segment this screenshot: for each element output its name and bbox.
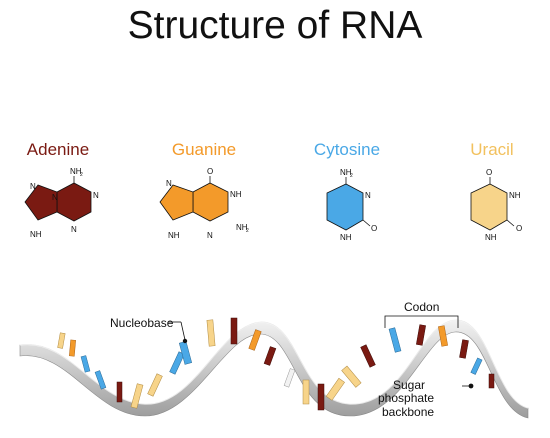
guanine-label: Guanine [171,140,237,159]
cytosine-structure: NH 2 N NH O [326,168,377,242]
nucleobase-uracil [57,332,66,349]
cytosine-atom-o: O [371,224,377,233]
cytosine-atom-n: N [365,191,371,200]
nucleobase-adenine [360,344,376,368]
nucleobase-adenine [488,373,495,389]
nucleobase-guanine [69,339,76,357]
nucleobase-adenine [416,324,426,346]
codon-label: Codon [404,300,439,314]
guanine-atom-nh1: NH [230,190,242,199]
adenine-imidazole-ring [24,184,58,221]
nucleobase-adenine [116,381,123,403]
nucleobase-cytosine [388,327,402,353]
adenine-atom-n1: N [93,191,99,200]
uracil-ring [470,183,508,231]
cytosine-label: Cytosine [313,140,381,159]
adenine-atom-nh2: NH [30,230,42,239]
cytosine-atom-nh2: NH [340,233,352,242]
guanine-atom-nh2: NH [236,223,248,232]
uracil-structure: O NH NH O [470,168,522,242]
backbone-label-2: phosphate [378,391,434,405]
nucleobase-uracil [147,373,163,397]
backbone-highlight [19,319,529,409]
uracil-atom-o2: O [516,224,522,233]
adenine-atom-n3: N [30,182,36,191]
nucleobase-uracil [302,379,310,405]
nucleobase-uracil [130,383,144,409]
uracil-atom-o1: O [486,168,492,177]
nucleobase-pointer-dot [182,338,188,344]
nucleobase-cytosine [470,357,483,375]
page-title: Structure of RNA [127,4,423,47]
adenine-atom-sub: 2 [80,172,83,178]
nucleobase-cytosine [169,351,185,375]
nucleobase-uracil [341,365,362,388]
cytosine-ring [326,183,364,231]
guanine-atom-n1: N [166,179,172,188]
nucleobase-uracil [325,377,345,401]
guanine-structure: O N NH NH 2 NH N [159,167,249,240]
guanine-pyrimidine-ring [192,182,229,222]
nucleobase-pointer-drop [180,321,186,341]
backbone-label-3: backbone [382,405,434,419]
nucleotide-sticks [57,317,495,411]
adenine-atom-n2: N [71,225,77,234]
nucleobase-adenine [230,317,238,345]
uracil-atom-nh2: NH [485,233,497,242]
guanine-atom-n2: N [207,231,213,240]
uracil-label: Uracil [470,140,514,159]
adenine-structure: NH 2 N N N N NH [24,167,99,239]
nucleobase-guanine [248,329,262,351]
nucleobase-adenine [263,346,277,366]
codon-bracket [384,315,459,328]
nucleobase-guanine [438,325,448,347]
nucleobase-cytosine [80,355,91,373]
adenine-atom-nh: NH [70,167,82,176]
guanine-atom-o: O [207,167,213,176]
nucleobase-uracil [206,319,216,347]
nucleobase-label: Nucleobase [110,316,174,330]
cytosine-atom-sub: 2 [350,173,353,179]
nucleobase-cytosine [178,341,193,365]
nucleobase-cytosine [94,370,107,390]
cytosine-atom-nh: NH [340,168,352,177]
adenine-atom-n4: N [52,193,58,202]
sugar-phosphate-backbone [19,319,529,419]
guanine-imidazole-ring [159,184,194,221]
adenine-label: Adenine [26,140,90,159]
uracil-atom-nh1: NH [509,191,521,200]
nucleobase-adenine [459,339,469,359]
guanine-atom-sub: 2 [246,228,249,234]
adenine-pyrimidine-ring [56,182,92,222]
nucleobase-adenine [317,383,325,411]
guanine-atom-nh3: NH [168,231,180,240]
nucleobase-uracil [283,368,296,388]
backbone-label-1: Sugar [393,378,425,392]
